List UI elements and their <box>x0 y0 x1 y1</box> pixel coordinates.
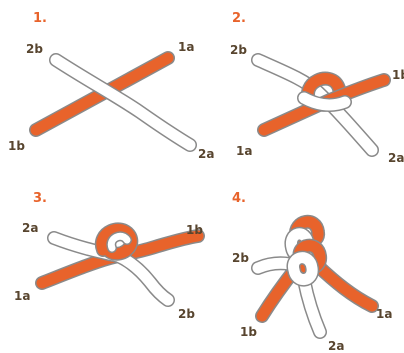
step-4-label-1a: 1a <box>376 307 392 321</box>
step-4-label-2b: 2b <box>232 251 249 265</box>
step-1-label-1a: 1a <box>178 40 194 54</box>
step-4-number: 4. <box>232 191 246 206</box>
step-1-label-1b: 1b <box>8 139 25 153</box>
step-4-label-2a: 2a <box>328 339 344 353</box>
step-2-label-2a: 2a <box>388 151 404 165</box>
step-3-label-2a: 2a <box>22 221 38 235</box>
step-1-number: 1. <box>33 11 47 26</box>
step-3-knot <box>102 229 131 253</box>
step-3-label-2b: 2b <box>178 307 195 321</box>
step-3-label-1b: 1b <box>186 223 203 237</box>
step-2-number: 2. <box>232 11 246 26</box>
step-3-label-1a: 1a <box>14 289 30 303</box>
step-4-label-1b: 1b <box>240 325 257 339</box>
step-4-panel: 4. 2b 1a 1b 2a <box>232 191 392 353</box>
step-1-label-2a: 2a <box>198 147 214 161</box>
step-1-panel: 1. 2b 1a 1b 2a <box>8 11 214 161</box>
step-2-label-2b: 2b <box>230 43 247 57</box>
step-3-number: 3. <box>33 191 47 206</box>
step-4-knot <box>291 222 320 280</box>
step-2-label-1b: 1b <box>392 68 404 82</box>
step-1-label-2b: 2b <box>26 42 43 56</box>
step-2-panel: 2. 2b 1b 1a 2a <box>230 11 404 165</box>
step-2-label-1a: 1a <box>236 144 252 158</box>
step-2-white-cord-over <box>304 98 345 105</box>
step-3-panel: 3. 2a 1b 1a 2b <box>14 191 203 321</box>
